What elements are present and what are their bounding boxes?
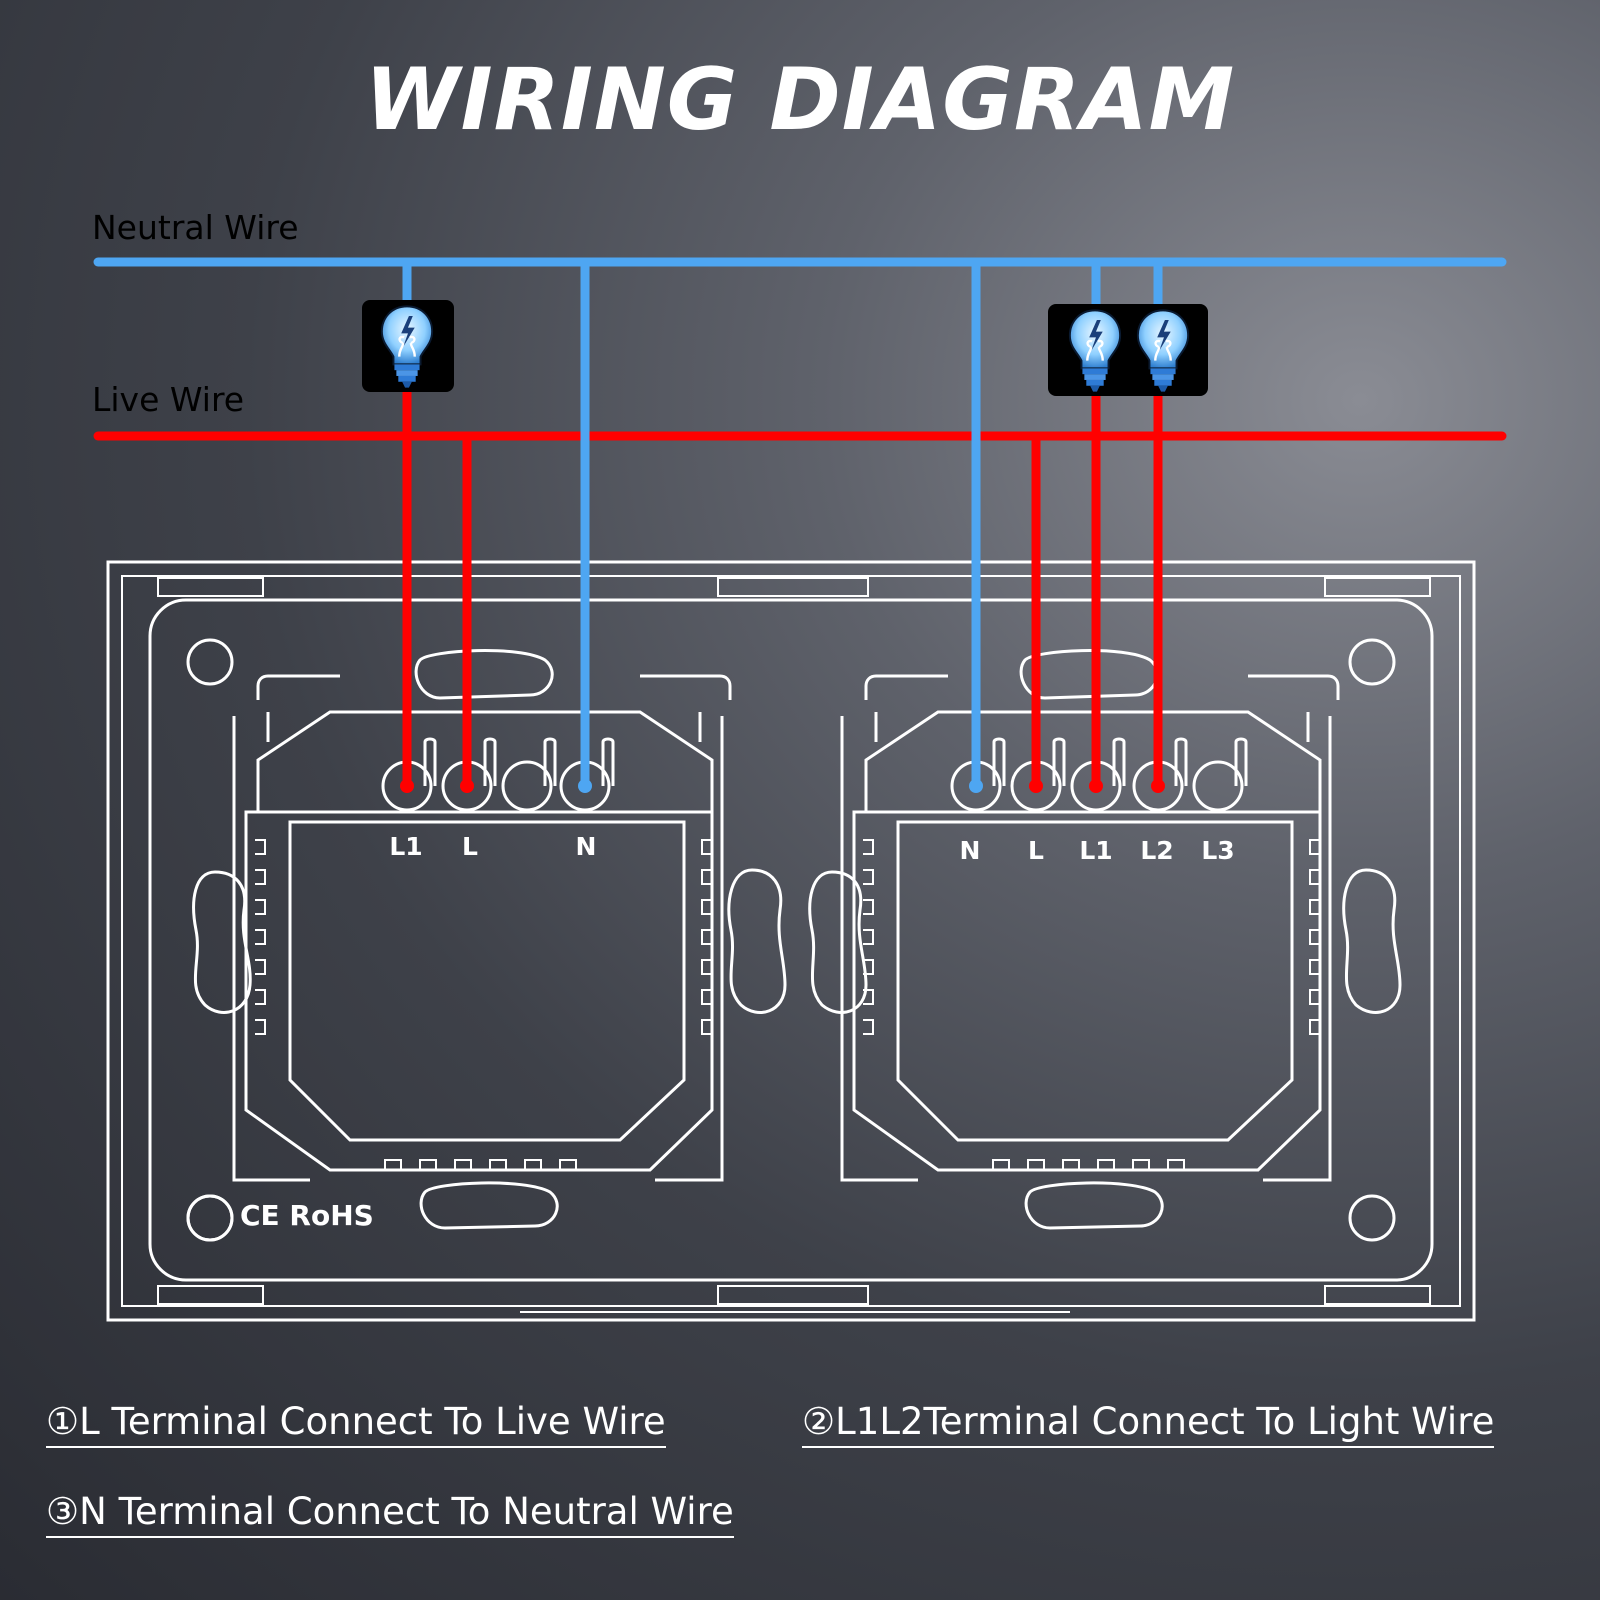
terminal-clamp bbox=[1052, 737, 1066, 786]
terminal-connection-dot bbox=[1089, 779, 1103, 793]
terminal-screw bbox=[1192, 760, 1244, 812]
terminal-clamp bbox=[1112, 737, 1126, 786]
terminal-label-l1: L1 bbox=[389, 832, 423, 861]
certification-marks: CE RoHS bbox=[240, 1199, 374, 1232]
screw-hole bbox=[186, 1194, 234, 1242]
terminal-label-l: L bbox=[1028, 836, 1044, 865]
terminal-clamp bbox=[601, 737, 615, 786]
terminal-connection-dot bbox=[1151, 779, 1165, 793]
terminal-clamp bbox=[1234, 737, 1248, 786]
terminal-connection-dot bbox=[1029, 779, 1043, 793]
terminal-clamp bbox=[483, 737, 497, 786]
note-light-terminal: ②L1L2Terminal Connect To Light Wire bbox=[802, 1400, 1495, 1448]
switch-backplate bbox=[106, 560, 1476, 1322]
terminal-connection-dot bbox=[578, 779, 592, 793]
terminal-label-l1: L1 bbox=[1079, 836, 1113, 865]
terminal-connection-dot bbox=[460, 779, 474, 793]
terminal-label-l: L bbox=[462, 832, 478, 861]
terminal-connection-dot bbox=[969, 779, 983, 793]
terminal-connection-dot bbox=[400, 779, 414, 793]
terminal-screws bbox=[186, 737, 1248, 1242]
light-bulbs bbox=[362, 300, 1208, 396]
terminal-clamp bbox=[423, 737, 437, 786]
wires bbox=[93, 257, 1507, 793]
terminal-label-n: N bbox=[959, 836, 981, 865]
terminal-clamp bbox=[543, 737, 557, 786]
terminal-label-n: N bbox=[575, 832, 597, 861]
terminal-label-l3: L3 bbox=[1201, 836, 1235, 865]
screw-hole bbox=[1348, 1194, 1396, 1242]
screw-hole bbox=[186, 638, 234, 686]
screw-hole bbox=[1348, 638, 1396, 686]
terminal-clamp bbox=[1174, 737, 1188, 786]
live-wire-label: Live Wire bbox=[92, 380, 245, 419]
page-title: WIRING DIAGRAM bbox=[364, 50, 1236, 150]
neutral-wire-label: Neutral Wire bbox=[92, 208, 299, 247]
terminal-label-l2: L2 bbox=[1140, 836, 1174, 865]
terminal-clamp bbox=[992, 737, 1006, 786]
terminal-screw bbox=[501, 760, 553, 812]
note-neutral-terminal: ③N Terminal Connect To Neutral Wire bbox=[46, 1490, 734, 1538]
note-live-terminal: ①L Terminal Connect To Live Wire bbox=[46, 1400, 666, 1448]
